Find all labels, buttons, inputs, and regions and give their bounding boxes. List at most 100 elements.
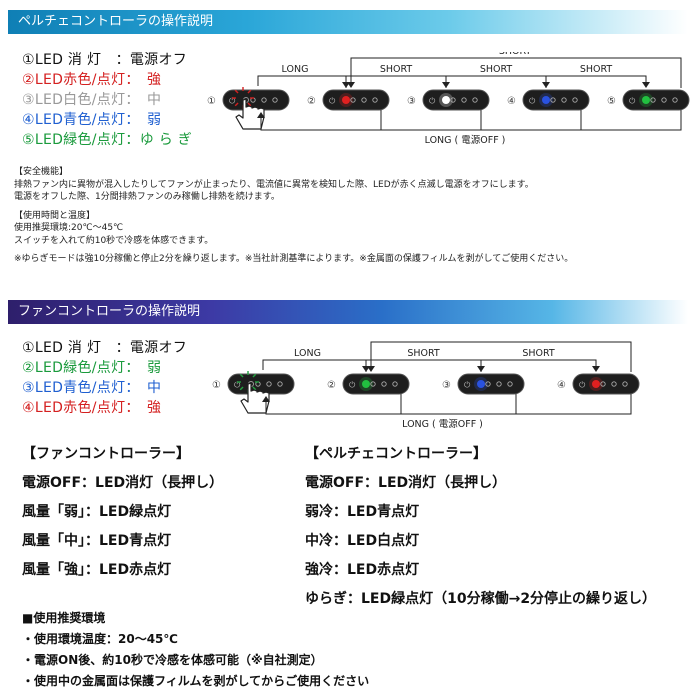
peltier-mode-off: ①LED 消 灯 ：電源オフ	[22, 52, 188, 68]
fan-mode-off: ①LED 消 灯 ：電源オフ	[22, 340, 188, 356]
long-off-line	[260, 110, 682, 131]
press-burst-line	[252, 386, 257, 391]
pressing-hand-icon	[237, 371, 270, 414]
led-indicator	[342, 96, 350, 104]
indicator-dot	[372, 97, 378, 103]
indicator-dot	[272, 97, 278, 103]
fan-mode-list: ①LED 消 灯 ：電源オフ ②LED緑色/点灯： 弱 ③LED青色/点灯： 中…	[22, 338, 187, 418]
peltier-summary-row: 弱冷：LED青点灯	[305, 504, 420, 520]
short-label: SHORT	[380, 64, 413, 75]
peltier-summary-title: 【ペルチェコントローラー】	[305, 446, 487, 462]
controller-device: ④⏻	[507, 89, 590, 111]
long-off-label: LONG ( 電源OFF )	[402, 419, 483, 430]
short-arrow-line	[445, 75, 547, 88]
device-number-label: ③	[442, 380, 451, 391]
indicator-dot	[392, 381, 398, 387]
fan-summary-row: 風量「中」：LED青点灯	[22, 533, 172, 549]
long-label: LONG	[294, 348, 321, 359]
press-burst-line	[234, 102, 239, 107]
press-burst-line	[247, 89, 252, 94]
indicator-dot	[650, 97, 656, 103]
controller-body	[457, 373, 525, 395]
indicator-dot	[370, 381, 376, 387]
notes-line: 使用推奨環境:20℃～45℃	[14, 223, 124, 233]
controller-body	[622, 89, 690, 111]
device-number-label: ④	[507, 96, 516, 107]
indicator-dot	[361, 97, 367, 103]
environment-item: ・使用環境温度：20～45℃	[22, 632, 178, 646]
long-arrow-line	[262, 359, 367, 370]
peltier-summary-row: 中冷：LED白点灯	[305, 533, 420, 549]
fan-summary-row: 電源OFF：LED消灯（長押し）	[22, 475, 224, 491]
power-icon: ⏻	[329, 97, 336, 106]
led-indicator	[477, 380, 485, 388]
controller-body	[342, 373, 410, 395]
short-loop-head	[347, 82, 355, 88]
peltier-section-header: ペルチェコントローラの操作説明	[8, 10, 688, 34]
indicator-dot	[472, 97, 478, 103]
long-arrow-line	[257, 75, 347, 86]
power-icon: ⏻	[234, 381, 241, 390]
short-loop-label: SHORT	[499, 52, 532, 57]
indicator-dot	[496, 381, 502, 387]
power-icon: ⏻	[629, 97, 636, 106]
led-indicator	[542, 96, 550, 104]
controller-body	[422, 89, 490, 111]
notes-line: 排熱ファン内に異物が混入したりしてファンが止まったり、電流値に異常を検知した際、…	[14, 179, 534, 190]
indicator-dot	[261, 97, 267, 103]
led-indicator	[442, 96, 450, 104]
indicator-dot	[561, 97, 567, 103]
peltier-mode-red: ②LED赤色/点灯： 強	[22, 72, 162, 88]
indicator-dot	[622, 381, 628, 387]
notes-heading: 【使用時間と温度】	[14, 210, 96, 221]
short-label: SHORT	[407, 348, 440, 359]
press-burst-line	[239, 386, 244, 391]
power-icon: ⏻	[429, 97, 436, 106]
indicator-dot	[672, 97, 678, 103]
short-arrow-line	[365, 359, 482, 372]
peltier-controller-summary: 【ペルチェコントローラー】 電源OFF：LED消灯（長押し） 弱冷：LED青点灯…	[305, 440, 656, 614]
indicator-dot	[350, 97, 356, 103]
long-off-head	[257, 112, 265, 118]
peltier-mode-green: ⑤LED緑色/点灯：ゆ ら ぎ	[22, 132, 193, 148]
device-number-label: ④	[557, 380, 566, 391]
short-arrow-line	[545, 75, 647, 88]
long-label: LONG	[282, 64, 309, 75]
controller-body	[322, 89, 390, 111]
indicator-dot	[450, 97, 456, 103]
environment-title: ■使用推奨環境	[22, 611, 106, 625]
press-burst-line	[252, 373, 257, 378]
power-icon: ⏻	[464, 381, 471, 390]
peltier-operation-diagram: ①⏻②⏻③⏻④⏻⑤⏻LONGSHORTSHORTSHORTSHORTLONG (…	[205, 52, 695, 152]
indicator-dot	[507, 381, 513, 387]
peltier-summary-row: ゆらぎ：LED緑点灯（10分稼働→2分停止の繰り返し）	[305, 591, 657, 607]
peltier-mode-blue: ④LED青色/点灯： 弱	[22, 112, 162, 128]
fan-summary-row: 風量「強」：LED赤点灯	[22, 562, 172, 578]
fan-mode-red: ④LED赤色/点灯： 強	[22, 400, 162, 416]
press-burst-line	[239, 373, 244, 378]
short-arrow-head	[642, 82, 650, 88]
short-label: SHORT	[522, 348, 555, 359]
short-loop-line	[350, 57, 682, 88]
power-icon: ⏻	[579, 381, 586, 390]
press-burst-line	[247, 102, 252, 107]
short-arrow-line	[345, 75, 447, 88]
controller-device: ④⏻	[557, 373, 640, 395]
indicator-dot	[485, 381, 491, 387]
recommended-environment: ■使用推奨環境 ・使用環境温度：20～45℃ ・電源ON後、約10秒で冷感を体感…	[22, 608, 369, 692]
environment-item: ・使用中の金属面は保護フィルムを剥がしてからご使用ください	[22, 674, 370, 688]
pressing-hand-icon	[232, 87, 265, 130]
peltier-summary-row: 強冷：LED赤点灯	[305, 562, 420, 578]
long-off-line	[265, 394, 632, 415]
device-number-label: ②	[307, 96, 316, 107]
hand-shape	[235, 98, 265, 130]
indicator-dot	[461, 97, 467, 103]
short-arrow-head	[592, 366, 600, 372]
device-number-label: ②	[327, 380, 336, 391]
device-number-label: ⑤	[607, 96, 616, 107]
peltier-notes: 【安全機能】排熱ファン内に異物が混入したりしてファンが止まったり、電流値に異常を…	[14, 166, 573, 266]
short-label: SHORT	[480, 64, 513, 75]
indicator-dot	[600, 381, 606, 387]
device-number-label: ①	[207, 96, 216, 107]
